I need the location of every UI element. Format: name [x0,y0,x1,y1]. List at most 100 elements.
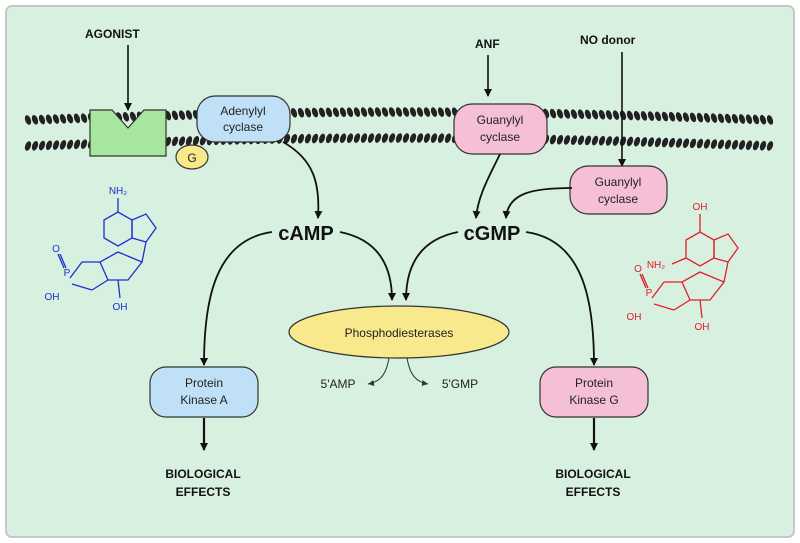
camp-to-pde-arrow [339,231,396,301]
lipid-head [563,109,571,119]
lipid-head [325,133,333,144]
lipid-head [339,107,347,118]
lipid-head [409,133,417,143]
lipid-head [353,107,361,117]
lipid-head [437,107,445,117]
lipid-head [171,136,179,147]
lipid-head [633,110,641,121]
lipid-head [346,133,354,143]
lipid-head [640,137,648,147]
lipid-head [192,135,200,146]
lipid-head [563,135,571,145]
lipid-head [38,140,46,151]
protein-kinase-g [539,366,649,418]
lipid-head [339,133,347,144]
lipid-head [689,138,697,149]
lipid-head [717,113,725,124]
phosphodiesterases [288,305,510,359]
lipid-head [185,110,193,120]
cgmp-o-top: O [634,264,642,275]
lipid-head [367,133,375,143]
lipid-head [647,111,655,121]
cgmp-oh-top: OH [693,202,708,213]
pkg-line1: Protein [575,376,613,390]
camp-oh-ring: OH [113,302,128,313]
anf-label: ANF [475,37,500,51]
lipid-head [598,109,606,120]
lipid-head [297,107,305,118]
lipid-head [682,112,690,122]
left-effects-line1: BIOLOGICAL [165,467,240,481]
right-effects-line1: BIOLOGICAL [555,467,630,481]
amp-product-label: 5'AMP [321,377,356,391]
lipid-head [332,107,340,118]
lipid-head [731,139,739,150]
cgmp-oh-p: OH [627,312,642,323]
lipid-head [45,114,53,125]
lipid-head [360,107,368,117]
lipid-head [59,114,67,124]
camp-to-pka-arrow [200,231,273,366]
left-effects-line2: EFFECTS [176,485,231,499]
lipid-head [311,133,319,144]
lipid-head [591,135,599,146]
lipid-head [24,115,32,125]
guanylyl-cyclase-soluble-line2: cyclase [598,192,638,206]
lipid-head [80,113,88,123]
lipid-head [570,109,578,119]
lipid-head [577,135,585,146]
lipid-head [59,140,67,150]
lipid-head [416,133,424,143]
lipid-head [318,107,326,118]
lipid-head [710,139,718,149]
cgmp-label: cGMP [464,223,521,245]
cgmp-to-pkg-arrow [525,231,598,366]
adenylyl-cyclase-line1: Adenylyl [220,104,265,118]
lipid-head [80,139,88,149]
lipid-head [724,139,732,150]
cgmp-to-pde-arrow [402,231,459,301]
guanylyl-membrane-to-cgmp-arrow [472,153,501,219]
lipid-head [304,133,312,144]
lipid-head [297,133,305,144]
lipid-head [696,112,704,123]
camp-structure [57,198,157,299]
protein-kinase-a [149,366,259,418]
lipid-head [31,140,39,151]
right-effects-line2: EFFECTS [566,485,621,499]
lipid-head [703,139,711,149]
lipid-head [171,110,179,121]
camp-oh-p: OH [45,292,60,303]
g-protein [175,144,209,170]
lipid-head [52,114,60,124]
lipid-head [661,137,669,148]
lipid-head [318,133,326,144]
lipid-head [38,114,46,125]
lipid-head [570,135,578,145]
lipid-head [717,139,725,150]
lipid-head [668,137,676,148]
lipid-head [129,111,137,122]
guanylyl-cyclase-soluble-line1: Guanylyl [595,175,642,189]
guanylyl-cyclase-membrane-line1: Guanylyl [477,113,524,127]
lipid-head [605,110,613,120]
gmp-product-label: 5'GMP [442,377,478,391]
lipid-head [731,113,739,124]
adenylyl-to-camp-arrow [282,141,323,219]
lipid-head [598,135,606,146]
lipid-head [689,112,697,123]
pka-line2: Kinase A [180,393,227,407]
lipid-head [724,113,732,124]
lipid-head [759,114,767,125]
lipid-head [122,111,130,122]
cgmp-p: P [646,288,653,299]
lipid-head [31,114,39,125]
cgmp-structure [639,214,739,319]
lipid-head [675,138,683,148]
lipid-head [66,139,74,150]
lipid-head [395,107,403,117]
lipid-head [605,136,613,146]
guanylyl-cyclase-membrane-line2: cyclase [480,130,520,144]
lipid-head [584,135,592,146]
